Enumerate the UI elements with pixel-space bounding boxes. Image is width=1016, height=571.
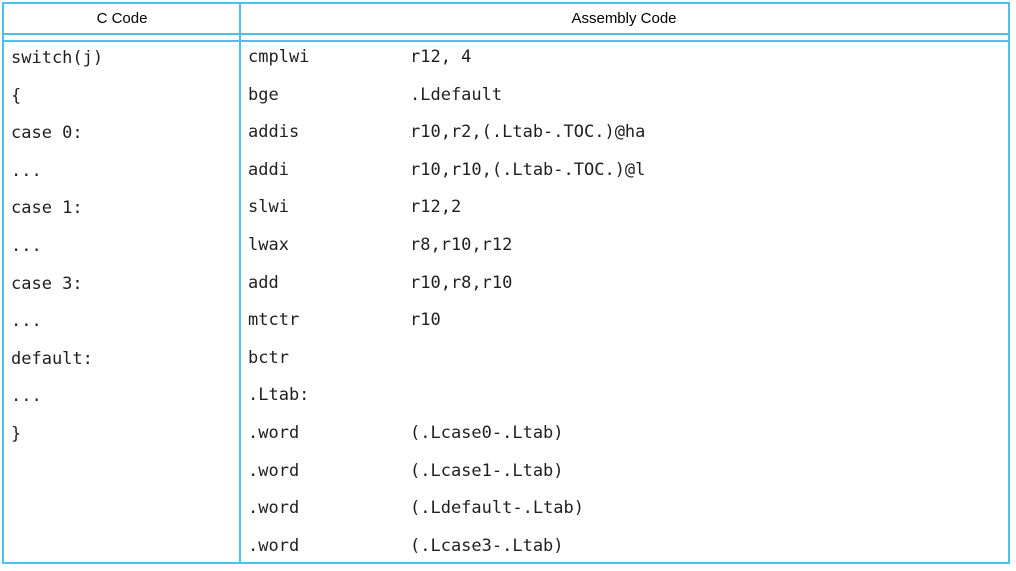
column-header-assembly-code-label: Assembly Code	[571, 10, 677, 27]
c-code-text: case 0:	[11, 123, 83, 144]
table-body: switch(j) cmplwi r12, 4 { bge .Ldefault …	[4, 42, 1008, 562]
c-code-cell: case 0:	[4, 123, 240, 155]
column-header-assembly-code: Assembly Code	[240, 4, 1008, 33]
asm-operand: r12,2	[410, 198, 462, 218]
c-code-cell: ...	[4, 236, 240, 268]
asm-operand: (.Lcase3-.Ltab)	[410, 536, 564, 556]
table-row: { bge .Ldefault	[4, 80, 1008, 118]
c-code-text: ...	[11, 386, 42, 407]
c-code-text: ...	[11, 160, 42, 181]
asm-operand: (.Ldefault-.Ltab)	[410, 499, 584, 519]
asm-operand: r10	[410, 311, 441, 331]
c-code-cell	[4, 462, 240, 494]
c-code-cell: ...	[4, 311, 240, 343]
c-code-cell: ...	[4, 161, 240, 193]
asm-mnemonic: lwax	[248, 235, 289, 255]
asm-operand	[410, 386, 1008, 418]
table-row: default: bctr	[4, 343, 1008, 381]
table-row: ... addi r10,r10,(.Ltab-.TOC.)@l	[4, 155, 1008, 193]
assembly-code-cell: .word (.Ldefault-.Ltab)	[240, 499, 1008, 531]
c-code-cell: default:	[4, 349, 240, 381]
assembly-code-cell: mtctr r10	[240, 311, 1008, 343]
column-divider	[239, 4, 241, 562]
c-code-text: case 3:	[11, 273, 83, 294]
column-header-c-code: C Code	[4, 4, 240, 33]
assembly-code-cell: slwi r12,2	[240, 198, 1008, 230]
table-row: .word (.Ldefault-.Ltab)	[4, 493, 1008, 531]
c-code-text: {	[11, 85, 22, 106]
column-header-c-code-label: C Code	[96, 10, 148, 27]
c-code-cell: }	[4, 424, 240, 456]
table-header-row: C Code Assembly Code	[4, 4, 1008, 33]
asm-operand: r10,r2,(.Ltab-.TOC.)@ha	[410, 123, 646, 143]
c-code-text: switch(j)	[11, 48, 104, 68]
asm-operand: (.Lcase0-.Ltab)	[410, 423, 564, 443]
asm-mnemonic: .word	[248, 461, 300, 481]
c-code-text: case 1:	[11, 198, 83, 219]
table-row: case 1: slwi r12,2	[4, 192, 1008, 230]
assembly-code-cell: .word (.Lcase0-.Ltab)	[240, 424, 1008, 456]
asm-mnemonic: cmplwi	[248, 48, 310, 67]
c-code-cell: {	[4, 86, 240, 118]
asm-mnemonic: addi	[248, 160, 289, 180]
assembly-code-cell: addi r10,r10,(.Ltab-.TOC.)@l	[240, 161, 1008, 193]
asm-operand: (.Lcase1-.Ltab)	[410, 461, 564, 481]
asm-mnemonic: bctr	[248, 348, 289, 368]
asm-mnemonic: .word	[248, 499, 300, 519]
c-code-cell: ...	[4, 386, 240, 418]
assembly-code-cell: addis r10,r2,(.Ltab-.TOC.)@ha	[240, 123, 1008, 155]
assembly-code-cell: .word (.Lcase3-.Ltab)	[240, 537, 1008, 562]
asm-mnemonic: mtctr	[248, 311, 300, 331]
table-row: ... mtctr r10	[4, 305, 1008, 343]
c-code-text: ...	[11, 311, 42, 332]
asm-operand: r8,r10,r12	[410, 235, 513, 255]
c-code-text: ...	[11, 235, 42, 256]
assembly-code-cell: add r10,r8,r10	[240, 274, 1008, 306]
assembly-code-cell: .Ltab:	[240, 386, 1008, 418]
table-row: case 0: addis r10,r2,(.Ltab-.TOC.)@ha	[4, 117, 1008, 155]
asm-mnemonic: addis	[248, 123, 300, 143]
asm-mnemonic: .Ltab:	[248, 386, 310, 406]
table-row: switch(j) cmplwi r12, 4	[4, 42, 1008, 80]
assembly-code-cell: bge .Ldefault	[240, 86, 1008, 118]
code-comparison-table: C Code Assembly Code switch(j) cmplwi r1…	[2, 2, 1010, 564]
header-separator-line-top	[4, 33, 1008, 35]
c-code-cell	[4, 537, 240, 562]
c-code-text: }	[11, 423, 22, 444]
asm-mnemonic: add	[248, 273, 279, 293]
asm-operand	[410, 349, 1008, 381]
assembly-code-cell: cmplwi r12, 4	[240, 48, 1008, 80]
asm-mnemonic: bge	[248, 85, 279, 105]
assembly-code-cell: bctr	[240, 349, 1008, 381]
table-row: ... lwax r8,r10,r12	[4, 230, 1008, 268]
asm-operand: r10,r8,r10	[410, 273, 513, 293]
asm-operand: .Ldefault	[410, 85, 503, 105]
c-code-cell	[4, 499, 240, 531]
asm-mnemonic: .word	[248, 423, 300, 443]
table-row: case 3: add r10,r8,r10	[4, 268, 1008, 306]
header-separator-line-bottom	[4, 40, 1008, 42]
asm-mnemonic: .word	[248, 536, 300, 556]
asm-operand: r12, 4	[410, 48, 472, 67]
table-row: ... .Ltab:	[4, 380, 1008, 418]
asm-operand: r10,r10,(.Ltab-.TOC.)@l	[410, 160, 646, 180]
assembly-code-cell: lwax r8,r10,r12	[240, 236, 1008, 268]
c-code-cell: switch(j)	[4, 48, 240, 80]
assembly-code-cell: .word (.Lcase1-.Ltab)	[240, 462, 1008, 494]
table-row: .word (.Lcase1-.Ltab)	[4, 456, 1008, 494]
c-code-cell: case 3:	[4, 274, 240, 306]
table-row: } .word (.Lcase0-.Ltab)	[4, 418, 1008, 456]
asm-mnemonic: slwi	[248, 198, 289, 218]
c-code-cell: case 1:	[4, 198, 240, 230]
c-code-text: default:	[11, 348, 93, 369]
table-row: .word (.Lcase3-.Ltab)	[4, 531, 1008, 562]
